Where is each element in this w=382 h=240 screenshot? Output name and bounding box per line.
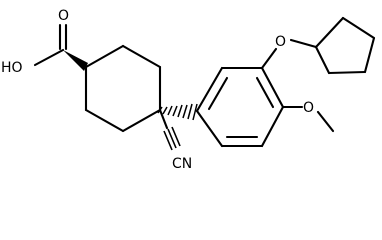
chemical-structure: HO O CN [1,8,376,172]
wedge-bond-carboxyl [63,50,88,71]
cyclopentane-bond-3 [363,36,376,74]
carbonyl-oxygen-label: O [58,8,69,24]
bond-o-methyl [316,110,335,133]
cyclopentyloxy-group: O [260,16,376,75]
ring-bond-1 [84,44,125,69]
cyclohexane-ring [84,44,162,133]
triple-bond-1 [163,130,173,151]
cyclopentane-bond-4 [327,70,367,75]
triple-bond-2 [167,128,177,149]
ring-bond-5 [84,108,125,133]
bond-c-cn [158,108,169,130]
hydroxyl-label: HO [1,60,23,76]
benzene-ring [195,66,285,148]
nitrile-label: CN [172,156,192,172]
bond-aryl-o [260,47,278,70]
nitrile-group: CN [158,108,192,172]
ether-oxygen-methyl-label: O [303,100,314,116]
cyclopentane-bond-5 [314,45,331,75]
bond-o-cyclopentyl [289,38,318,49]
aryl-inner-bond-1 [207,76,229,111]
cyclopentane-bond-2 [341,16,376,40]
carboxylic-acid-group: HO O [1,8,69,76]
aryl-bond-1 [195,66,224,113]
aryl-bond-4 [260,105,285,148]
cyclopentane-bond-1 [314,16,345,49]
ether-oxygen-cyclopentyl-label: O [275,34,286,50]
aryl-bond-6 [195,109,224,148]
ring-bond-4 [121,108,162,133]
aryl-inner-bond-2 [255,76,275,109]
triple-bond-3 [171,126,181,147]
methoxy-group: O [281,100,335,133]
bond-c-oh [33,48,65,67]
ring-bond-2 [121,44,162,69]
aryl-bond-3 [260,66,285,109]
